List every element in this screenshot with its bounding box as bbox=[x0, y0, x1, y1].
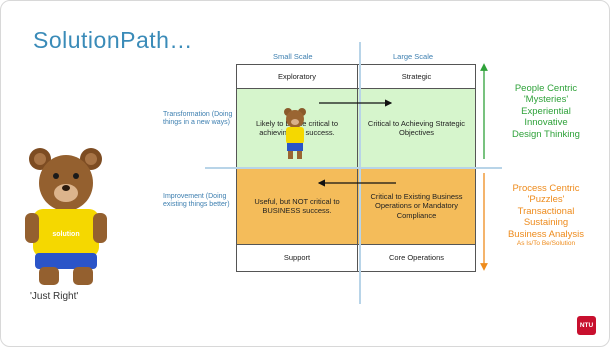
slide-title: SolutionPath… bbox=[33, 27, 193, 53]
process-centric-line4: Sustaining bbox=[523, 217, 569, 229]
people-centric-line3: Experiential bbox=[521, 105, 571, 117]
cell-useful-not-critical: Useful, but NOT critical to BUSINESS suc… bbox=[236, 167, 358, 245]
ntu-logo: NTU bbox=[577, 316, 596, 335]
large-scale-label: Large Scale bbox=[393, 52, 434, 61]
cell-critical-strategic: Critical to Achieving Strategic Objectiv… bbox=[357, 88, 476, 168]
process-centric-line3: Transactional bbox=[517, 205, 575, 217]
cell-critical-existing: Critical to Existing Business Operations… bbox=[357, 167, 476, 245]
people-centric-line5: Design Thinking bbox=[512, 128, 580, 140]
transformation-label: Transformation (Doing things in a new wa… bbox=[163, 111, 233, 127]
process-centric-line6: As Is/To Be/Solution bbox=[516, 239, 576, 247]
horizontal-axis-line bbox=[205, 167, 502, 169]
people-centric-line2: 'Mysteries' bbox=[523, 94, 569, 106]
bear-shirt-text: solution bbox=[52, 231, 79, 238]
quadrant-grid: Exploratory Strategic Likely to be the c… bbox=[236, 64, 476, 272]
just-right-caption: 'Just Right' bbox=[30, 291, 79, 302]
cell-core-operations: Core Operations bbox=[357, 244, 476, 272]
people-centric-line4: Innovative bbox=[524, 117, 568, 129]
small-bear-icon bbox=[284, 108, 306, 159]
small-scale-label: Small Scale bbox=[273, 52, 313, 61]
vertical-axis-line bbox=[359, 42, 361, 304]
big-bear-icon: solution bbox=[25, 148, 107, 285]
people-centric-line1: People Centric bbox=[514, 83, 578, 94]
process-centric-line2: 'Puzzles' bbox=[527, 194, 565, 206]
process-centric-line1: Process Centric bbox=[512, 183, 580, 194]
cell-support: Support bbox=[236, 244, 358, 272]
process-centric-line5: Business Analysis bbox=[507, 228, 585, 240]
process-centric-block: Process Centric 'Puzzles' Transactional … bbox=[491, 183, 601, 248]
people-centric-block: People Centric 'Mysteries' Experiential … bbox=[491, 83, 601, 140]
improvement-label: Improvement (Doing existing things bette… bbox=[163, 193, 230, 209]
